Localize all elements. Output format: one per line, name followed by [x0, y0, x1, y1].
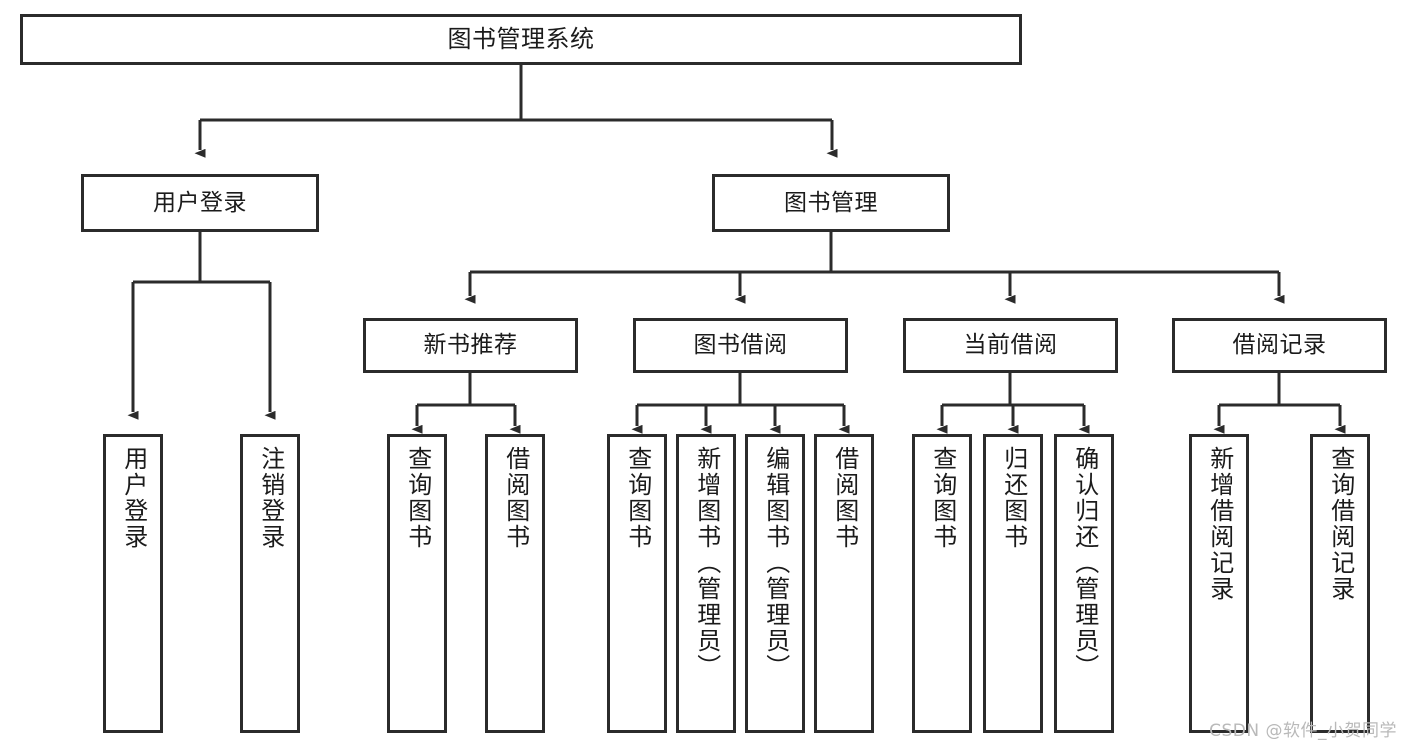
node-leaf-edit-book-admin-label: 编辑图书（管理员）: [761, 446, 790, 680]
node-leaf-query-borrow-record[interactable]: 查询借阅记录: [1310, 434, 1370, 733]
node-leaf-return-book-label: 归还图书: [999, 446, 1028, 550]
node-leaf-query-book-rec-label: 查询图书: [403, 446, 432, 550]
node-leaf-query-book-cur-label: 查询图书: [928, 446, 957, 550]
node-leaf-query-book-cur[interactable]: 查询图书: [912, 434, 972, 733]
node-book-borrow[interactable]: 图书借阅: [633, 318, 848, 373]
node-leaf-return-book[interactable]: 归还图书: [983, 434, 1043, 733]
node-leaf-confirm-return-admin[interactable]: 确认归还（管理员）: [1054, 434, 1114, 733]
node-current-borrow-label: 当前借阅: [963, 332, 1058, 359]
node-leaf-add-borrow-record[interactable]: 新增借阅记录: [1189, 434, 1249, 733]
node-leaf-add-book-admin[interactable]: 新增图书（管理员）: [676, 434, 736, 733]
node-leaf-query-book-borrow[interactable]: 查询图书: [607, 434, 667, 733]
node-leaf-user-logout-label: 注销登录: [256, 446, 285, 550]
node-leaf-query-book-rec[interactable]: 查询图书: [387, 434, 447, 733]
node-leaf-user-logout[interactable]: 注销登录: [240, 434, 300, 733]
node-leaf-user-login[interactable]: 用户登录: [103, 434, 163, 733]
node-leaf-add-book-admin-label: 新增图书（管理员）: [692, 446, 721, 680]
node-leaf-edit-book-admin[interactable]: 编辑图书（管理员）: [745, 434, 805, 733]
node-leaf-borrow-book-label: 借阅图书: [830, 446, 859, 550]
node-root[interactable]: 图书管理系统: [20, 14, 1022, 65]
node-book-manage[interactable]: 图书管理: [712, 174, 950, 232]
node-book-borrow-label: 图书借阅: [693, 332, 788, 359]
node-leaf-confirm-return-admin-label: 确认归还（管理员）: [1070, 446, 1099, 680]
node-leaf-borrow-book-rec[interactable]: 借阅图书: [485, 434, 545, 733]
node-new-book-recommend[interactable]: 新书推荐: [363, 318, 578, 373]
node-user-login[interactable]: 用户登录: [81, 174, 319, 232]
node-leaf-borrow-book-rec-label: 借阅图书: [501, 446, 530, 550]
node-borrow-record[interactable]: 借阅记录: [1172, 318, 1387, 373]
node-new-book-recommend-label: 新书推荐: [423, 332, 518, 359]
node-leaf-user-login-label: 用户登录: [119, 446, 148, 550]
node-current-borrow[interactable]: 当前借阅: [903, 318, 1118, 373]
node-user-login-label: 用户登录: [153, 189, 247, 216]
node-leaf-add-borrow-record-label: 新增借阅记录: [1205, 446, 1234, 602]
node-root-label: 图书管理系统: [447, 24, 595, 53]
node-book-manage-label: 图书管理: [784, 189, 878, 216]
node-borrow-record-label: 借阅记录: [1232, 332, 1327, 359]
node-leaf-query-borrow-record-label: 查询借阅记录: [1326, 446, 1355, 602]
node-leaf-query-book-borrow-label: 查询图书: [623, 446, 652, 550]
watermark: CSDN @软件_小贺同学: [1209, 721, 1397, 741]
node-leaf-borrow-book[interactable]: 借阅图书: [814, 434, 874, 733]
